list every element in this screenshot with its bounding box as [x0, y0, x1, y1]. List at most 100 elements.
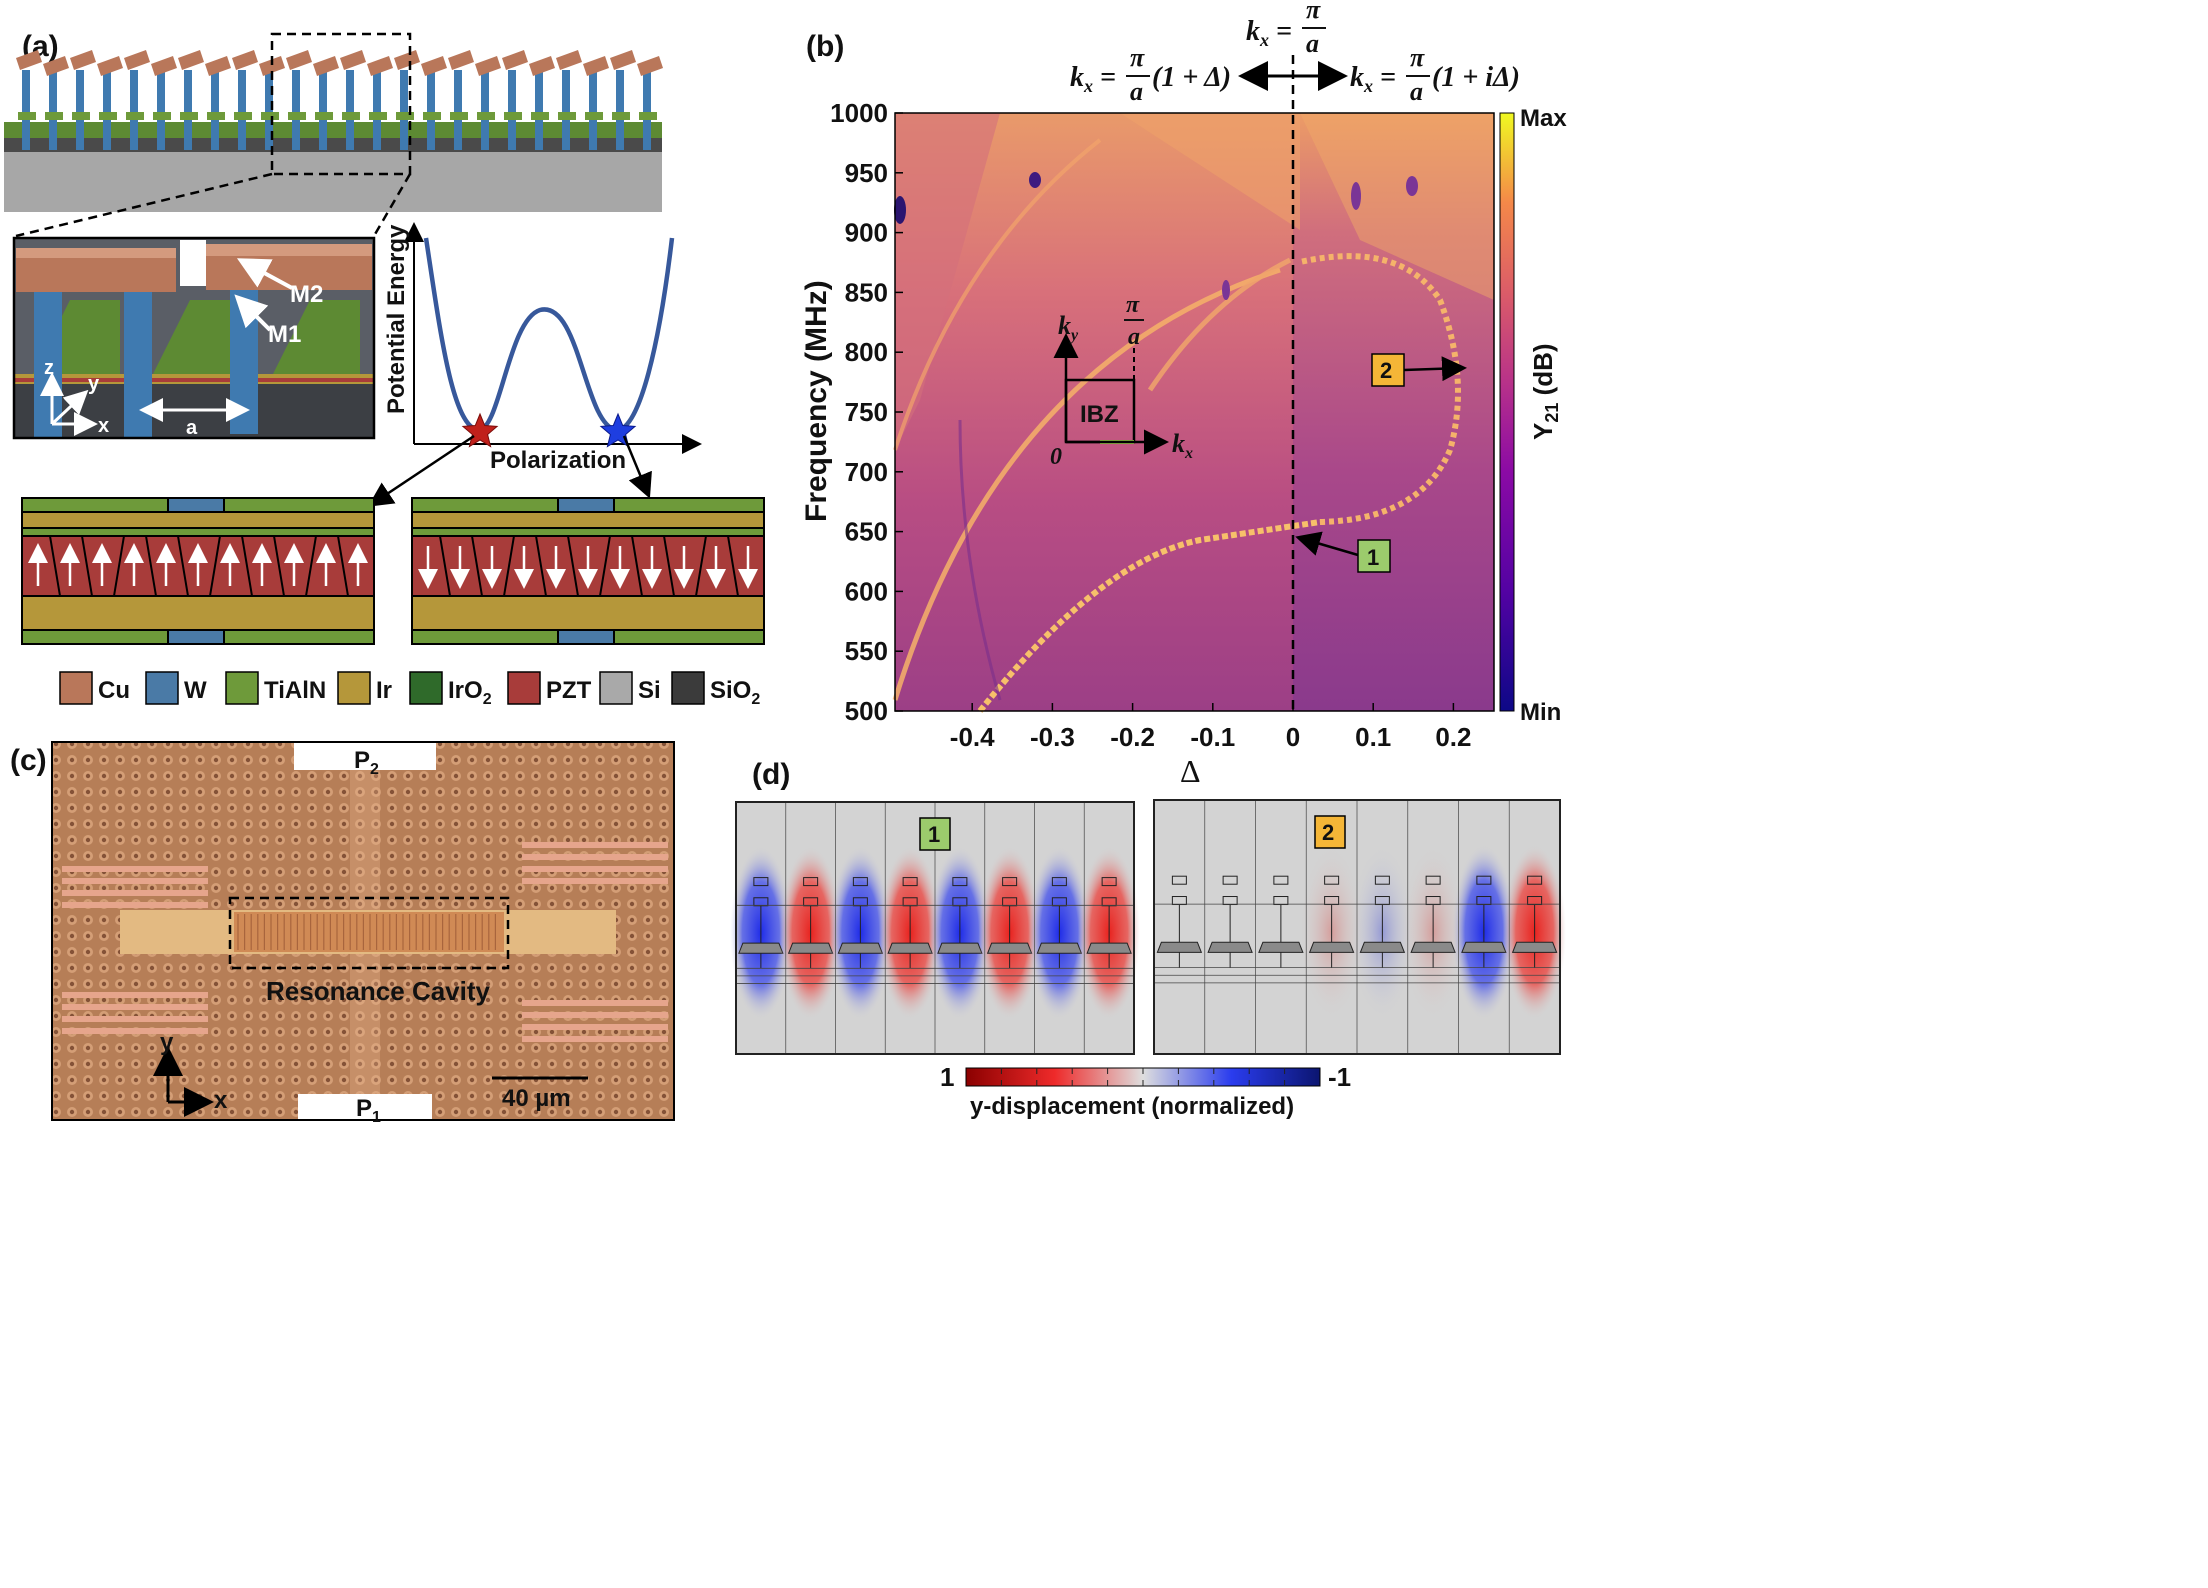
delta-axis: -0.4 -0.3 -0.2 -0.1 0 0.1 0.2 — [950, 703, 1471, 752]
legend-swatch-1 — [145, 671, 179, 705]
ibz-pi-label: π — [1126, 292, 1140, 318]
mode-1-field — [730, 802, 1140, 1054]
freq-tick-label: 950 — [845, 158, 888, 188]
scale-bar-label: 40 µm — [502, 1085, 571, 1112]
frequency-axis-label: Frequency (MHz) — [800, 280, 833, 522]
legend-label-5: PZT — [546, 677, 592, 704]
svg-text:(1 + iΔ): (1 + iΔ) — [1432, 62, 1520, 93]
delta-tick-label: -0.1 — [1190, 722, 1235, 752]
displacement-min-label: -1 — [1328, 1062, 1351, 1092]
delta-tick-label: 0.2 — [1435, 722, 1471, 752]
legend-swatch-0 — [59, 671, 93, 705]
svg-text:a: a — [1130, 77, 1143, 106]
formula-right: kx = π a (1 + iΔ) — [1350, 43, 1520, 106]
axis-y-label: y — [88, 373, 100, 395]
legend-swatch-5 — [507, 671, 541, 705]
delta-tick-label: -0.4 — [950, 722, 995, 752]
svg-text:π: π — [1130, 43, 1145, 72]
device-micrograph — [52, 742, 674, 1120]
freq-tick-label: 750 — [845, 397, 888, 427]
displacement-max-label: 1 — [940, 1062, 954, 1092]
legend-swatch-7 — [671, 671, 705, 705]
svg-text:2: 2 — [1322, 820, 1334, 845]
legend-swatch-6 — [599, 671, 633, 705]
ibz-a-label: a — [1128, 324, 1140, 350]
mode-2-marker: 2 — [1371, 353, 1467, 387]
mode-2-field — [1153, 800, 1567, 1054]
formula-top: kx = π a — [1246, 0, 1326, 58]
mode-2-frame — [1153, 799, 1561, 1055]
legend-label-1: W — [184, 677, 207, 704]
legend-swatch-2 — [225, 671, 259, 705]
m2-arrow — [236, 258, 293, 290]
energy-xlabel: Polarization — [490, 447, 626, 474]
energy-ylabel: Potential Energy — [383, 224, 410, 414]
legend-label-7: SiO2 — [710, 677, 760, 708]
m1-arrow — [234, 294, 272, 332]
freq-tick-label: 850 — [845, 277, 888, 307]
delta-tick-label: -0.3 — [1030, 722, 1075, 752]
delta-tick-label: 0.1 — [1355, 722, 1391, 752]
colorbar-max-label: Max — [1520, 105, 1567, 132]
port-p2-label: P2 — [354, 747, 379, 778]
axis-x-label: x — [98, 415, 109, 437]
cavity-box — [228, 896, 510, 970]
c-axis-y-label: y — [160, 1029, 174, 1056]
svg-text:a: a — [1306, 29, 1319, 58]
ky-label: ky — [1058, 311, 1079, 344]
origin-label: 0 — [1050, 444, 1062, 470]
m2-label: M2 — [290, 281, 323, 308]
delta-tick-label: 0 — [1286, 722, 1300, 752]
freq-tick-label: 550 — [845, 636, 888, 666]
delta-tick-label: -0.2 — [1110, 722, 1155, 752]
mode-1-frame — [735, 801, 1135, 1055]
y21-colorbar — [1499, 112, 1515, 712]
cavity-label: Resonance Cavity — [266, 976, 491, 1006]
svg-text:π: π — [1306, 0, 1321, 24]
port-p1-label: P1 — [356, 1095, 381, 1126]
svg-text:1: 1 — [928, 822, 940, 847]
legend-label-3: Ir — [376, 677, 392, 704]
legend-swatch-4 — [409, 671, 443, 705]
ibz-inset — [1053, 319, 1169, 455]
svg-text:kx =: kx = — [1350, 62, 1396, 96]
freq-tick-label: 650 — [845, 517, 888, 547]
freq-tick-label: 500 — [845, 696, 888, 726]
colorbar-title: Y21 (dB) — [1528, 343, 1562, 440]
svg-text:kx =: kx = — [1070, 62, 1116, 96]
svg-text:π: π — [1410, 43, 1425, 72]
legend-label-2: TiAlN — [264, 677, 326, 704]
legend-label-6: Si — [638, 677, 661, 704]
displacement-colorbar-ticks — [1000, 1068, 1286, 1086]
freq-tick-label: 800 — [845, 337, 888, 367]
material-legend: Cu W TiAlN Ir IrO2 PZT Si SiO2 — [59, 671, 760, 708]
panel-b-label: (b) — [806, 30, 844, 63]
svg-text:1: 1 — [1367, 545, 1379, 570]
m1-label: M1 — [268, 321, 301, 348]
panel-c-label: (c) — [10, 744, 47, 777]
kx-label: kx — [1172, 429, 1193, 462]
legend-label-4: IrO2 — [448, 677, 492, 708]
micrograph-frame — [51, 741, 675, 1121]
mode-1-marker: 1 — [1295, 531, 1391, 573]
svg-text:(1 + Δ): (1 + Δ) — [1152, 62, 1231, 93]
zoom-box — [270, 32, 412, 176]
mode-1-badge: 1 — [919, 817, 951, 851]
freq-tick-label: 900 — [845, 218, 888, 248]
delta-axis-label: Δ — [1180, 753, 1201, 789]
c-axis-x-label: x — [214, 1087, 228, 1114]
legend-swatch-3 — [337, 671, 371, 705]
arrow-to-down-stack — [622, 435, 652, 499]
legend-label-0: Cu — [98, 677, 130, 704]
device-3d-render — [4, 50, 663, 212]
freq-tick-label: 700 — [845, 457, 888, 487]
panel-d-label: (d) — [752, 758, 790, 791]
formula-left: kx = π a (1 + Δ) — [1070, 43, 1231, 106]
layer-stack-polarization-down — [411, 497, 765, 645]
svg-text:2: 2 — [1380, 358, 1392, 383]
pitch-a-label: a — [186, 417, 198, 439]
mode-2-badge: 2 — [1314, 815, 1346, 849]
displacement-colorbar-label: y-displacement (normalized) — [970, 1093, 1294, 1120]
zoom-line-right — [372, 173, 412, 237]
